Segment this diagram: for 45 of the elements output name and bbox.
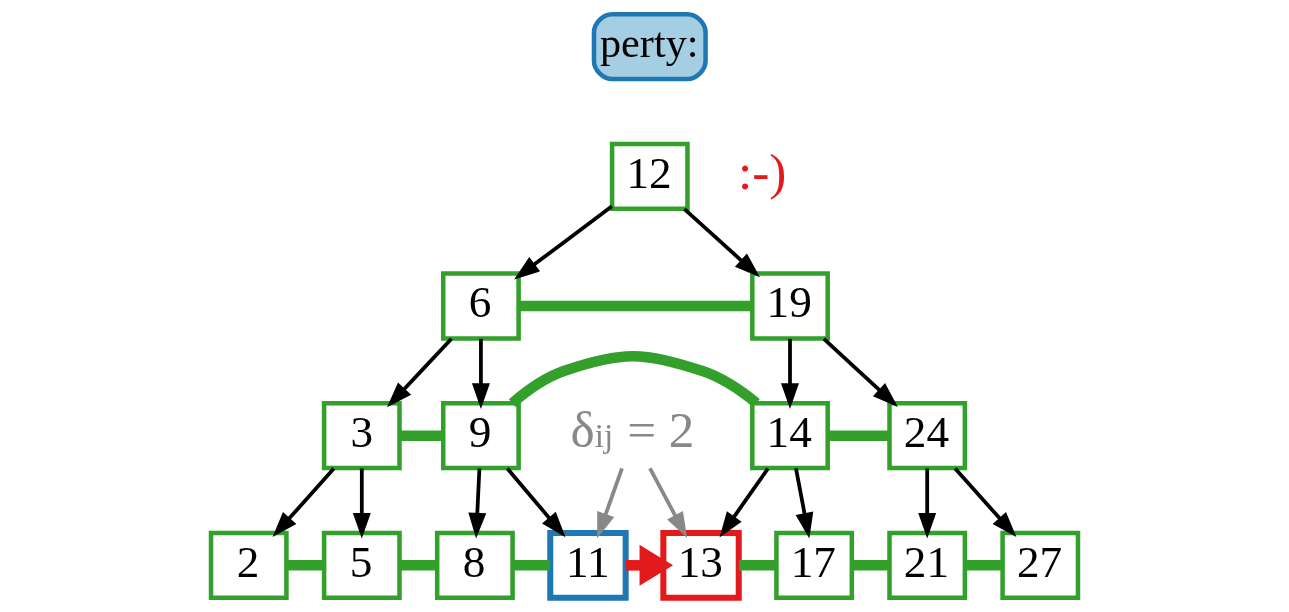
arrow <box>471 338 490 409</box>
arrow <box>514 204 614 280</box>
node-box: perty: <box>591 12 708 82</box>
arrow <box>597 467 624 539</box>
arrow <box>387 337 453 408</box>
node-box: 5 <box>321 530 402 600</box>
node-box: 17 <box>774 530 855 600</box>
arrow <box>272 467 336 538</box>
connector <box>739 560 776 571</box>
connector <box>828 430 890 441</box>
connector <box>512 560 550 571</box>
arrow <box>719 467 770 538</box>
label: :-) <box>737 143 787 201</box>
node-box: 9 <box>440 401 521 471</box>
connector <box>399 430 443 441</box>
arrow <box>648 467 688 538</box>
node-box: 21 <box>887 530 968 600</box>
connector <box>509 351 760 408</box>
connector <box>852 560 890 571</box>
node-box: 24 <box>887 401 968 471</box>
node-box: 8 <box>434 530 515 600</box>
arrow <box>683 207 760 278</box>
arrow <box>822 337 898 408</box>
node-text: δij = 2 <box>570 401 695 459</box>
node-box: 27 <box>1000 530 1081 600</box>
arrow <box>468 468 487 539</box>
node-box: 14 <box>750 401 830 471</box>
connector <box>965 560 1003 571</box>
node-box: 6 <box>440 271 521 341</box>
node-box: 19 <box>750 271 830 341</box>
arrow <box>625 544 673 586</box>
node-box: 13 <box>660 529 742 601</box>
arrow <box>953 467 1017 538</box>
arrow <box>352 468 371 539</box>
arrow <box>505 467 566 538</box>
connector <box>518 300 752 312</box>
connector <box>399 560 437 571</box>
node-box: 2 <box>208 530 289 600</box>
node-box: 11 <box>547 529 629 601</box>
connector <box>286 560 324 571</box>
arrow <box>781 338 799 409</box>
node-box: 12 <box>609 141 690 211</box>
arrow <box>918 468 937 539</box>
arrow <box>794 468 814 539</box>
node-box: 3 <box>321 401 402 471</box>
